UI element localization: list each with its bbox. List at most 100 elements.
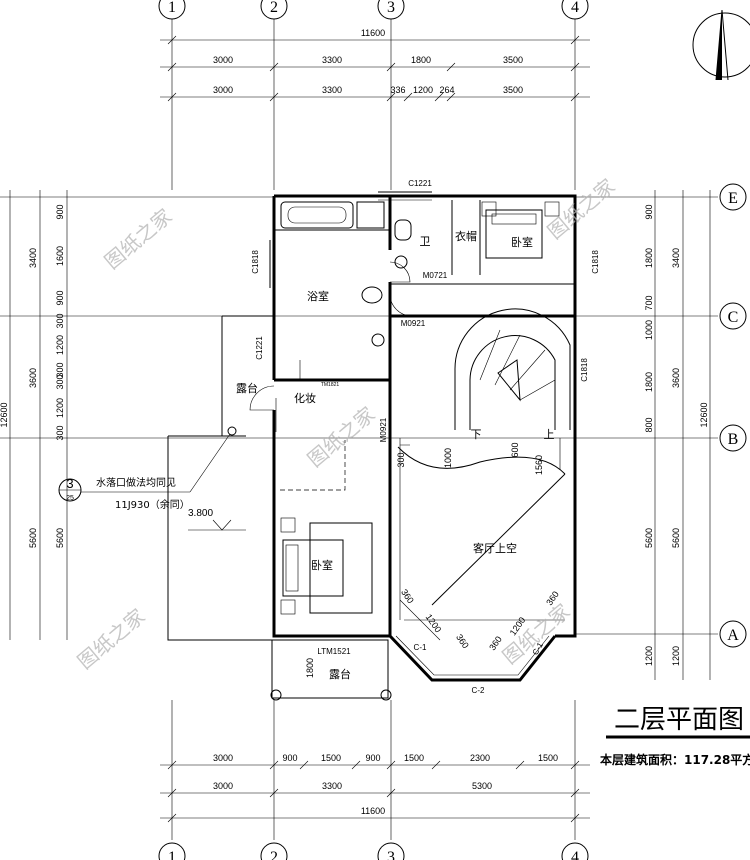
- code-m0721: M0721: [423, 271, 448, 280]
- dim-left-inner-e: 1200: [55, 335, 65, 355]
- dim-right-inner-c: 700: [644, 295, 654, 310]
- bottom-dimensions: 3000 900 1500 900 1500 2300 1500 3000 33…: [160, 700, 590, 840]
- dim-right-inner-f: 800: [644, 417, 654, 432]
- drawing-title: 二层平面图: [614, 705, 744, 735]
- room-terrace-s: 露台: [329, 667, 351, 681]
- dim-top-r1-d: 3500: [503, 55, 523, 65]
- watermark-3: 图纸之家: [303, 402, 380, 472]
- int-dim-1800: 1800: [305, 658, 315, 678]
- dim-right-outer-a: 3400: [671, 248, 681, 268]
- detail-index-top: 3: [66, 476, 73, 491]
- dim-bot-r2-b: 3300: [322, 781, 342, 791]
- code-c1: C-1: [414, 643, 427, 652]
- dim-top-r2-c: 336: [390, 85, 405, 95]
- dim-left-outer-b: 3600: [28, 368, 38, 388]
- code-m0921: M0921: [401, 319, 426, 328]
- title-block: 二层平面图 本层建筑面积：117.28平方: [600, 705, 750, 767]
- code-small: TM1821: [321, 382, 340, 388]
- int-dim-1000: 1000: [443, 448, 453, 468]
- room-wc: 卫: [420, 235, 431, 248]
- note-line-2: 11J930（余同）: [115, 498, 190, 511]
- watermark-2: 图纸之家: [543, 174, 620, 244]
- bath-fixtures: [280, 201, 412, 347]
- axis-label-4-bot: 4: [571, 849, 579, 860]
- dim-bot-r1-c: 1500: [321, 753, 341, 763]
- top-axis-markers: 1 2 3 4: [158, 0, 589, 190]
- dim-left-inner-a: 900: [55, 204, 65, 219]
- dim-left-inner-f: 300: [55, 362, 65, 377]
- dim-top-r2-b: 3300: [322, 85, 342, 95]
- axis-label-3-top: 3: [387, 0, 395, 16]
- top-dimensions: 11600 3000 3300 1800 3500 3000 3300 336 …: [160, 28, 590, 102]
- axis-label-1-top: 1: [168, 0, 176, 16]
- exterior-walls: [167, 194, 577, 682]
- dim-top-r1-a: 3000: [213, 55, 233, 65]
- bedroom-ne-furniture: [481, 201, 560, 259]
- int-dim-1200a: 1200: [424, 612, 444, 634]
- dim-right-inner-h: 1200: [644, 646, 654, 666]
- dim-top-r1-c: 1800: [411, 55, 431, 65]
- dim-left-inner-g: 300: [55, 374, 65, 389]
- dim-top-r2-d: 1200: [413, 85, 433, 95]
- code-c1221-w: C1221: [255, 336, 264, 360]
- room-bedroom-s: 卧室: [311, 558, 333, 572]
- dim-bot-r1-e: 1500: [404, 753, 424, 763]
- dim-bot-r1-d: 900: [365, 753, 380, 763]
- room-labels: 浴室 卫 衣帽 卧室 化妆 露台 卧室 客厅上空 露台: [236, 229, 533, 681]
- axis-label-3-bot: 3: [387, 849, 395, 860]
- axis-label-A: A: [727, 627, 739, 644]
- watermark-1: 图纸之家: [100, 204, 177, 274]
- right-axis-markers: E C B A: [719, 183, 747, 648]
- dim-left-inner-h: 1200: [55, 398, 65, 418]
- dim-right-inner-b: 1800: [644, 248, 654, 268]
- code-c2: C-2: [472, 686, 485, 695]
- dim-bot-r2-a: 3000: [213, 781, 233, 791]
- left-dimensions: 12600 3400 3600 5600 900 1600 900 300 12…: [0, 190, 68, 640]
- code-c1818-ne: C1818: [591, 250, 600, 274]
- spiral-stair: [454, 308, 571, 430]
- opening-codes: C1221 C1818 C1221 M0721 M0921 C1818 C181…: [251, 179, 600, 695]
- detail-index-bottom: 25: [66, 495, 74, 502]
- int-dim-360b: 360: [454, 632, 471, 650]
- room-terrace-w: 露台: [236, 381, 258, 395]
- dim-left-inner-i: 300: [55, 425, 65, 440]
- room-closet: 衣帽: [455, 229, 477, 243]
- bottom-axis-markers: 1 2 3 4: [158, 842, 589, 860]
- dim-left-inner-d: 300: [55, 313, 65, 328]
- watermark-4: 图纸之家: [73, 604, 150, 674]
- dim-left-inner-j: 5600: [55, 528, 65, 548]
- code-ltm1521: LTM1521: [317, 647, 351, 656]
- axis-label-1-bot: 1: [168, 849, 176, 860]
- code-c1221-top: C1221: [408, 179, 432, 188]
- code-c1818-w: C1818: [251, 250, 260, 274]
- terrace-details: [188, 426, 392, 701]
- room-dressing: 化妆: [294, 391, 316, 405]
- floor-area-note: 本层建筑面积：117.28平方: [600, 752, 750, 767]
- dim-bot-r2-c: 5300: [472, 781, 492, 791]
- dim-bot-total: 11600: [361, 806, 385, 816]
- horizontal-grid-lines: [0, 196, 718, 635]
- dim-top-r2-a: 3000: [213, 85, 233, 95]
- stair-up-label: 上: [544, 428, 555, 441]
- dim-right-outer-d: 1200: [671, 646, 681, 666]
- dim-left-inner-c: 900: [55, 290, 65, 305]
- room-living-void: 客厅上空: [473, 541, 517, 555]
- dim-bot-r1-b: 900: [282, 753, 297, 763]
- dim-right-inner-a: 900: [644, 204, 654, 219]
- dim-bot-r1-f: 2300: [470, 753, 490, 763]
- code-m0921-s: M0921: [379, 417, 388, 442]
- stair-down-label: 下: [471, 428, 482, 441]
- axis-label-2-bot: 2: [270, 849, 278, 860]
- axis-label-B: B: [728, 431, 739, 448]
- int-dim-600: 600: [510, 442, 520, 457]
- windows: [221, 191, 576, 400]
- axis-label-E: E: [728, 190, 738, 207]
- note-line-1: 水落口做法均同见: [96, 476, 176, 489]
- right-dimensions: 900 1800 700 1000 1800 800 5600 1200 340…: [644, 190, 711, 680]
- dim-bot-r1-g: 1500: [538, 753, 558, 763]
- elevation-mark: 3.800: [188, 508, 213, 519]
- dim-left-total: 12600: [0, 402, 9, 427]
- terrace-note: 3.800 3 25 水落口做法均同见 11J930（余同）: [58, 433, 231, 519]
- dim-right-total: 12600: [699, 402, 709, 427]
- north-arrow: [692, 9, 750, 81]
